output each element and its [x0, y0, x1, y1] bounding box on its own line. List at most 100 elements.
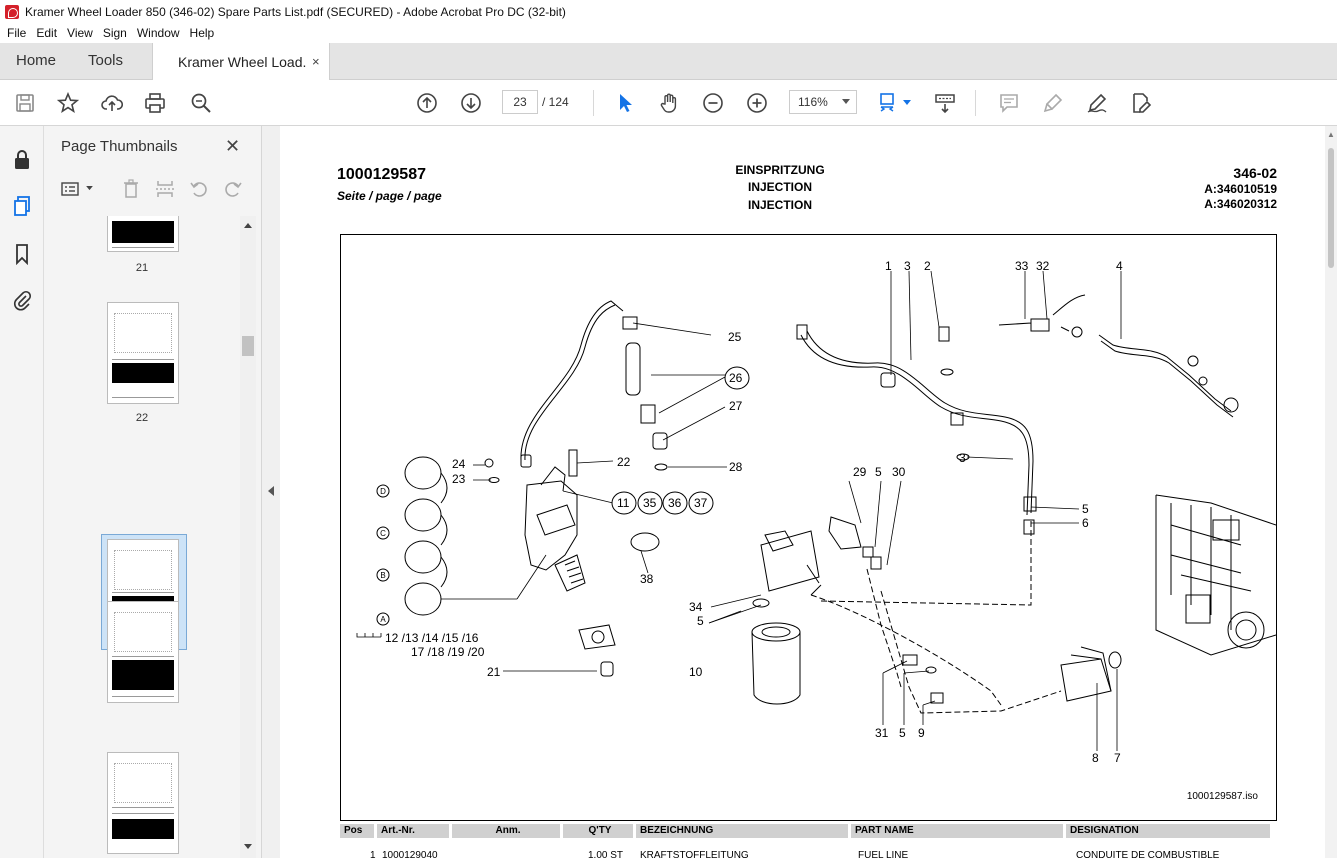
- thumbnail-page-21[interactable]: [107, 216, 179, 252]
- zoom-out-icon[interactable]: [701, 91, 725, 115]
- print-icon[interactable]: [143, 91, 167, 115]
- callout-31: 31: [875, 726, 889, 740]
- lock-icon[interactable]: [10, 148, 34, 172]
- hand-tool-icon[interactable]: [657, 91, 681, 115]
- col-art-nr: Art.-Nr.: [377, 824, 449, 838]
- title-german: EINSPRITZUNG: [735, 163, 825, 177]
- previous-page-icon[interactable]: [415, 91, 439, 115]
- close-tab-icon[interactable]: ×: [312, 54, 320, 69]
- options-chevron-icon[interactable]: [86, 186, 93, 191]
- menu-sign[interactable]: Sign: [102, 26, 127, 40]
- parts-diagram-drawing: 1 3 2 33 32 4 25 26 27 22 28 24 23 11: [356, 259, 1276, 765]
- menu-window[interactable]: Window: [136, 26, 180, 40]
- callout-35: 35: [643, 496, 657, 510]
- serial-range-b: A:346020312: [1204, 197, 1277, 211]
- tab-document-label: Kramer Wheel Load...: [178, 53, 306, 70]
- save-icon[interactable]: [13, 91, 37, 115]
- row-bezeichnung: KRAFTSTOFFLEITUNG: [640, 850, 749, 858]
- doc-number: 1000129587: [337, 166, 426, 183]
- callout-25: 25: [728, 330, 742, 344]
- row-pos: 1: [370, 850, 376, 858]
- row-qty: 1.00 ST: [588, 850, 624, 858]
- star-icon[interactable]: [56, 91, 80, 115]
- row-part-name: FUEL LINE: [858, 850, 909, 858]
- select-cursor-icon[interactable]: [613, 91, 637, 115]
- edit-document-icon[interactable]: [1129, 91, 1153, 115]
- tab-document[interactable]: Kramer Wheel Load... ×: [152, 43, 330, 80]
- thumbnail-label-22: 22: [135, 412, 149, 424]
- scroll-mode-icon[interactable]: [933, 91, 957, 115]
- parts-table-header: Pos Art.-Nr. Anm. Q'TY BEZEICHNUNG PART …: [340, 824, 1277, 838]
- bookmark-icon[interactable]: [10, 242, 34, 266]
- thumbnail-page-24[interactable]: [107, 601, 179, 703]
- collapse-left-icon[interactable]: [267, 486, 274, 496]
- tab-tools[interactable]: Tools: [88, 52, 124, 69]
- options-menu-icon[interactable]: [60, 178, 82, 200]
- next-page-icon[interactable]: [459, 91, 483, 115]
- rotate-left-icon[interactable]: [188, 178, 210, 200]
- page-thumbnails-icon[interactable]: [10, 194, 34, 218]
- left-navigation-rail: [0, 126, 44, 858]
- thumbnail-list: 21 22 23 24: [44, 216, 240, 858]
- menu-help[interactable]: Help: [189, 26, 215, 40]
- document-scrollbar[interactable]: ▲: [1325, 126, 1337, 858]
- callout-4: 4: [1116, 259, 1123, 273]
- close-panel-icon[interactable]: ✕: [225, 136, 241, 156]
- parts-diagram: 1 3 2 33 32 4 25 26 27 22 28 24 23 11: [340, 234, 1277, 821]
- thumbnail-tools: [60, 176, 250, 202]
- highlight-pen-icon[interactable]: [1041, 91, 1065, 115]
- title-bar: Kramer Wheel Loader 850 (346-02) Spare P…: [0, 0, 1337, 23]
- callout-27: 27: [729, 399, 743, 413]
- callout-24: 24: [452, 457, 466, 471]
- scroll-down-icon[interactable]: [244, 844, 252, 850]
- zoom-search-icon[interactable]: [189, 91, 213, 115]
- menu-edit[interactable]: Edit: [36, 26, 58, 40]
- document-page: 1000129587 Seite / page / page EINSPRITZ…: [280, 126, 1325, 858]
- panel-title: Page Thumbnails: [61, 138, 178, 155]
- toolbar: / 124 116%: [0, 80, 1337, 126]
- thumbnail-page-22[interactable]: [107, 302, 179, 404]
- extract-pages-icon[interactable]: [154, 178, 176, 200]
- rotate-right-icon[interactable]: [222, 178, 244, 200]
- variant-a-label: A: [380, 615, 386, 624]
- title-english: INJECTION: [747, 180, 812, 194]
- upload-cloud-icon[interactable]: [100, 91, 124, 115]
- col-pos: Pos: [340, 824, 374, 838]
- callout-5a: 5: [875, 465, 882, 479]
- variant-d-label: D: [380, 487, 386, 496]
- zoom-level-dropdown[interactable]: 116%: [789, 90, 857, 114]
- fit-options-chevron-icon[interactable]: [903, 100, 911, 106]
- document-scroll-thumb[interactable]: [1328, 148, 1334, 268]
- callout-1: 1: [885, 259, 892, 273]
- thumbnail-scrollbar[interactable]: [240, 216, 256, 858]
- menu-view[interactable]: View: [67, 26, 93, 40]
- tab-home[interactable]: Home: [16, 52, 57, 69]
- menu-file[interactable]: File: [7, 26, 27, 40]
- callout-34: 34: [689, 600, 703, 614]
- menu-bar: File Edit View Sign Window Help: [0, 23, 1337, 43]
- acrobat-icon: [5, 4, 19, 19]
- comment-icon[interactable]: [997, 91, 1021, 115]
- panel-collapse-handle[interactable]: [262, 126, 280, 858]
- chevron-down-icon: [842, 99, 850, 104]
- col-qty: Q'TY: [563, 824, 633, 838]
- fit-page-icon[interactable]: [877, 91, 901, 115]
- document-viewport[interactable]: 1000129587 Seite / page / page EINSPRITZ…: [280, 126, 1337, 858]
- sign-pen-icon[interactable]: [1085, 91, 1109, 115]
- zoom-in-icon[interactable]: [745, 91, 769, 115]
- callout-36: 36: [668, 496, 682, 510]
- scroll-up-icon[interactable]: ▲: [1327, 130, 1335, 139]
- callout-range-1: 12 /13 /14 /15 /16: [385, 631, 479, 645]
- thumbnail-scroll-thumb[interactable]: [242, 336, 254, 356]
- callout-22: 22: [617, 455, 631, 469]
- callout-38: 38: [640, 572, 654, 586]
- callout-5c: 5: [697, 614, 704, 628]
- group-number: 346-02: [1233, 165, 1277, 181]
- thumbnail-page-25[interactable]: [107, 752, 179, 854]
- variant-c-label: C: [380, 529, 386, 538]
- page-number-input[interactable]: [502, 90, 538, 114]
- tab-bar: Home Tools Kramer Wheel Load... ×: [0, 43, 1337, 80]
- scroll-up-icon[interactable]: [244, 222, 252, 228]
- delete-page-icon[interactable]: [120, 178, 142, 200]
- attachment-icon[interactable]: [10, 288, 34, 312]
